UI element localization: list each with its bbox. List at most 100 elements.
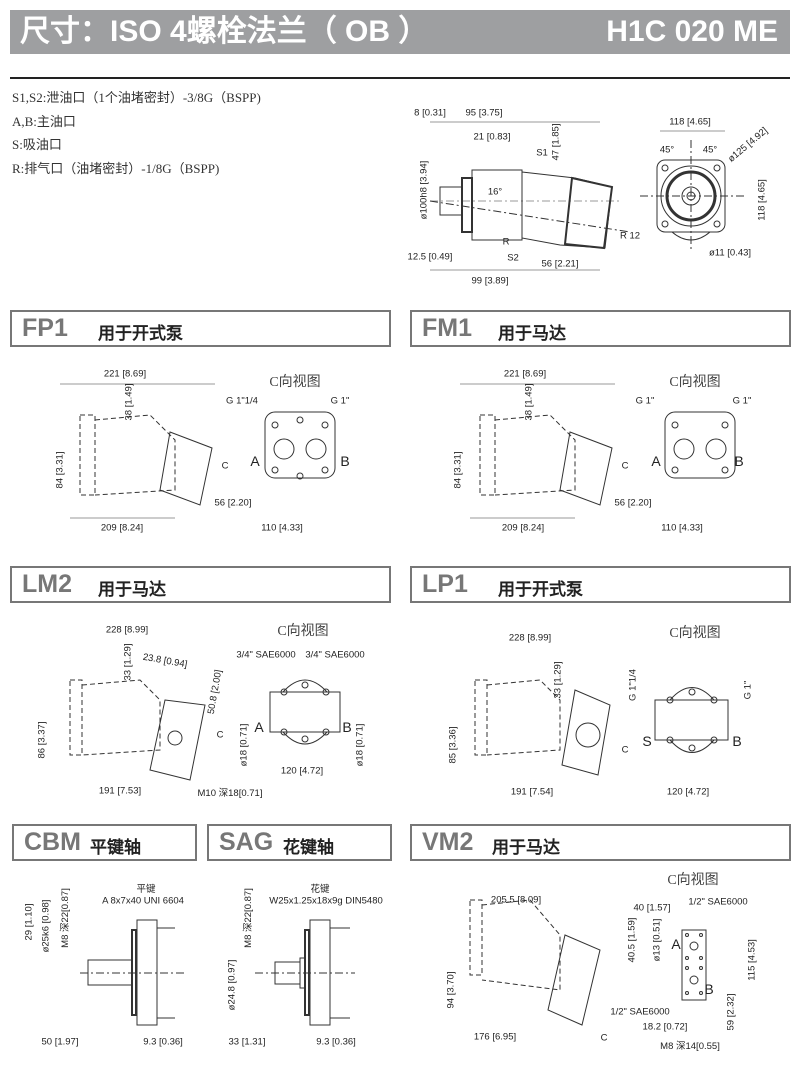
section-code: FM1 [422,314,472,342]
top-side-view [429,121,631,271]
dim-label: 221 [8.69] [503,368,547,380]
section-title: 用于开式泵 [498,580,583,599]
port-a: A [250,453,260,469]
note: A,B:主油口 [12,113,76,129]
port-b: B [704,981,714,997]
dim-label: 110 [4.33] [661,522,703,534]
section-title: 平键轴 [90,838,141,857]
dim-label: M8 深22[0.87] [243,888,254,948]
dim-label: ø100h8 [3.94] [418,160,430,220]
port-notes: S1,S2:泄油口（1个油堵密封）-3/8G（BSPP) A,B:主油口 S:吸… [12,86,261,180]
dim-label: 209 [8.24] [100,522,144,534]
dim-label: 85 [3.36] [447,726,459,764]
port-b: B [342,719,352,735]
dim-label: 33 [1.29] [122,643,134,681]
dim-label: 9.3 [0.36] [316,1036,356,1048]
view-arrow-c: C [621,460,629,472]
dim-label: R 12 [619,230,641,242]
c-views [264,411,736,1001]
dim-label: 40 [1.57] [633,902,671,914]
note: R:排气口（油堵密封）-1/8G（BSPP) [12,160,220,176]
dim-label: 50 [1.97] [41,1036,79,1048]
port-label: G 1" [635,395,655,407]
view-arrow-c: C [221,460,229,472]
view-title: C向视图 [667,873,719,888]
port-label: G 1"1/4 [627,669,639,701]
section-title: 用于马达 [98,580,166,599]
dim-label: 86 [3.37] [36,721,48,759]
dim-label: 59 [2.32] [725,993,737,1031]
page-title: 尺寸：ISO 4螺栓法兰（ OB ） [20,15,429,48]
dim-label: 205.5 [8.09] [490,894,542,906]
port-b: B [732,733,742,749]
top-front-view [640,130,745,250]
dim-label: 33 [1.31] [228,1036,266,1048]
shaft-views [80,919,355,1026]
dim-label: 120 [4.72] [280,765,324,777]
view-title: C向视图 [269,375,321,390]
dim-label: 84 [3.31] [452,451,464,489]
dim-label: 56 [2.21] [541,258,579,270]
note: S:吸油口 [12,137,62,152]
port-s: S [642,733,652,749]
dim-label: M8 深14[0.55] [660,1041,720,1052]
dim-label: ø18 [0.71] [238,723,250,767]
port-a: A [254,719,264,735]
port-b: B [340,453,350,469]
section-code: SAG [219,828,274,856]
section-lm2: LM2 用于马达 [10,566,391,603]
dim-label: 221 [8.69] [103,368,147,380]
angle-label: 45° [702,144,718,156]
section-title: 用于马达 [498,324,566,343]
port-label-s2: S2 [507,252,519,264]
dim-label: 99 [3.89] [471,275,509,287]
section-fm1: FM1 用于马达 [410,310,791,347]
dim-label: ø18 [0.71] [354,723,366,767]
dim-label: 18.2 [0.72] [642,1021,688,1033]
port-label: 3/4" SAE6000 [236,649,296,661]
dim-label: 115 [4.53] [746,939,758,981]
view-arrow-c: C [600,1032,608,1044]
dim-label: 209 [8.24] [501,522,545,534]
view-title: C向视图 [669,626,721,641]
dim-label: A 8x7x40 UNI 6604 [102,895,184,907]
dim-label: 12.5 [0.49] [407,251,453,263]
dim-label: 191 [7.53] [98,785,142,797]
view-title: C向视图 [277,624,329,639]
dim-label: 94 [3.70] [445,971,457,1009]
port-heads [60,383,615,1026]
dim-label: 9.3 [0.36] [143,1036,183,1048]
dim-label: 56 [2.20] [614,497,652,509]
section-title: 用于开式泵 [98,324,183,343]
view-arrow-c: C [216,729,224,741]
port-label: 1/2" SAE6000 [688,896,748,908]
dim-label: 38 [1.49] [523,383,535,421]
dim-label: 21 [0.83] [473,131,511,143]
dim-label: 110 [4.33] [261,522,303,534]
view-title: C向视图 [669,375,721,390]
section-title: 用于马达 [492,838,560,857]
dim-label: 191 [7.54] [510,786,554,798]
port-a: A [651,453,661,469]
key-title: 花键 [310,884,330,895]
dim-label: M8 深22[0.87] [60,888,71,948]
dim-label: 118 [4.65] [669,116,711,128]
note: S1,S2:泄油口（1个油堵密封）-3/8G（BSPP) [12,90,261,105]
dim-label: ø11 [0.43] [708,247,752,259]
section-code: FP1 [22,314,68,342]
dim-label: 118 [4.65] [756,179,768,221]
dim-label: 33 [1.29] [552,661,564,699]
section-vm2: VM2 用于马达 [410,824,791,861]
section-fp1: FP1 用于开式泵 [10,310,391,347]
dim-label: W25x1.25x18x9g DIN5480 [269,895,383,907]
dim-label: ø24.8 [0.97] [226,959,238,1011]
dim-label: 38 [1.49] [123,383,135,421]
section-code: VM2 [422,828,474,856]
port-label-r: R [502,236,510,248]
angle-label: 16° [487,186,503,198]
divider [10,77,790,79]
section-code: LM2 [22,570,72,598]
angle-label: 45° [659,144,675,156]
